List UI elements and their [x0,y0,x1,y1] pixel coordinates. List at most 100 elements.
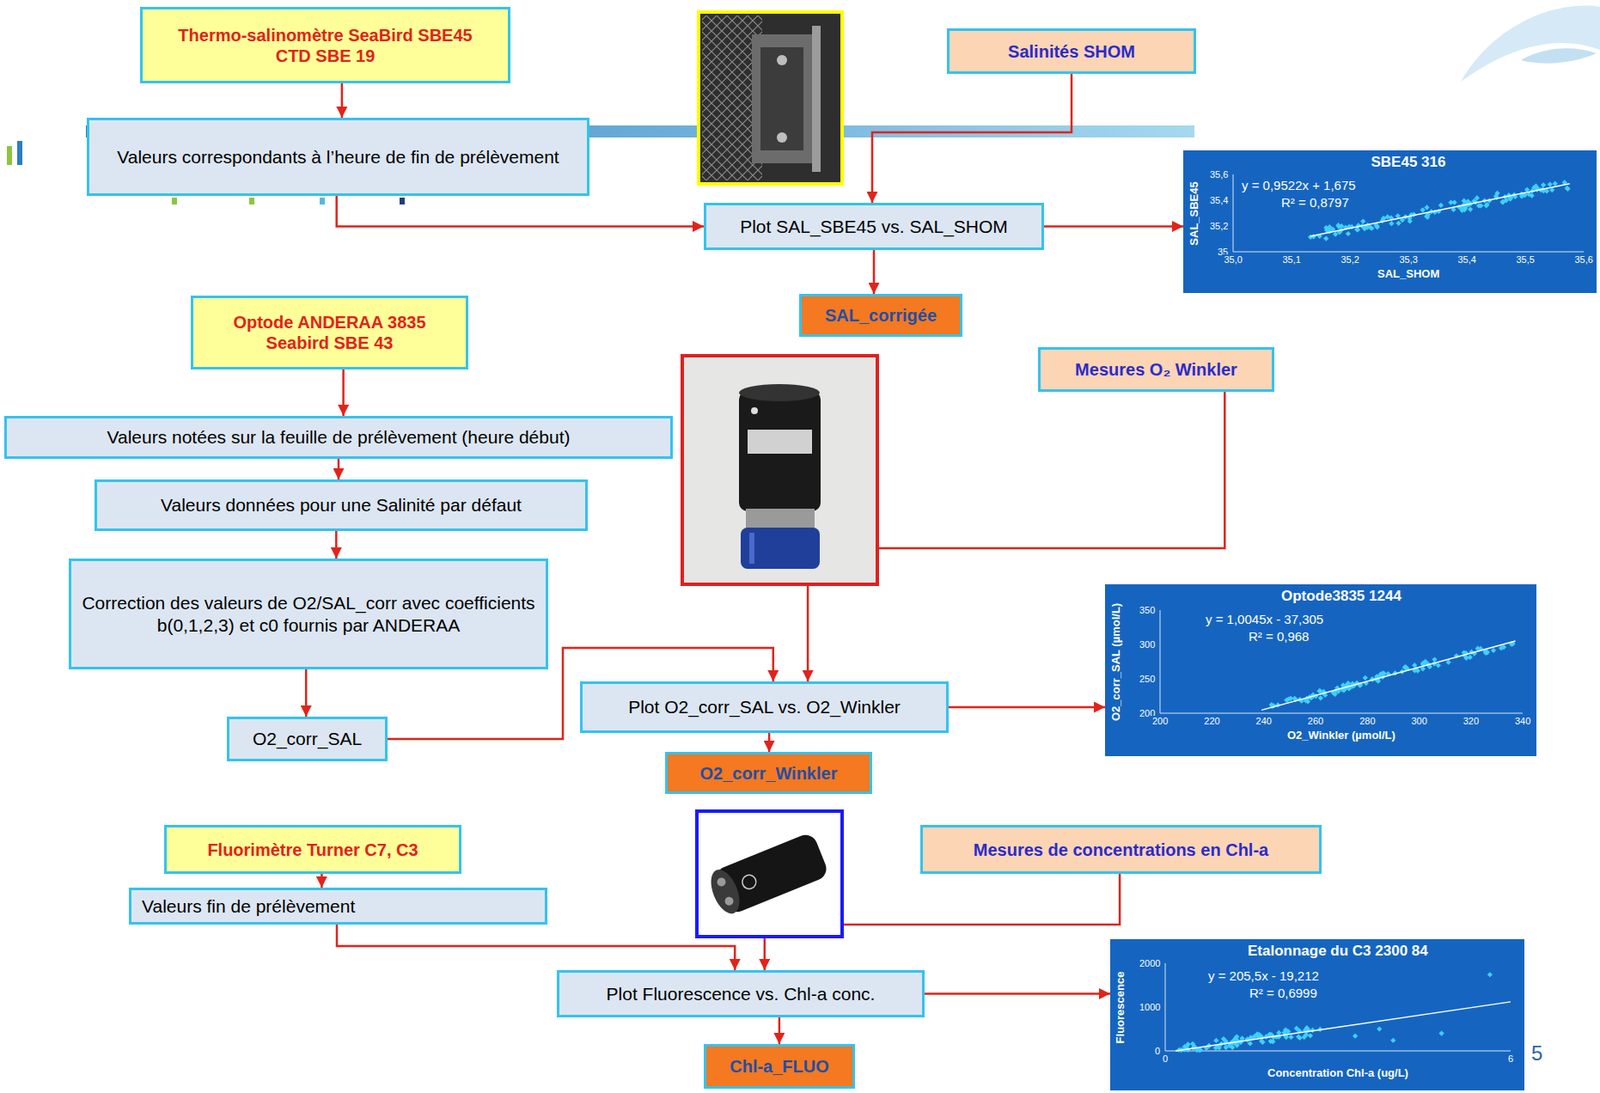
connector [778,1017,782,1045]
box-label: Valeurs correspondants à l’heure de fin … [116,146,559,168]
data-point [1500,199,1506,205]
scatter-chart: SBE45 316y = 0,9522x + 1,675R² = 0,8797S… [1183,150,1597,294]
data-point [1422,659,1429,665]
connector [335,531,338,559]
data-point [1435,662,1442,668]
data-point [1388,220,1394,226]
scatter-chart: Optode3835 1244 y = 1,0045x - 37,305 R² = … [1105,584,1537,757]
process-box: Valeurs données pour une Salinité par dé… [94,479,588,532]
chart-text: R² = 0,968 [1246,629,1311,644]
chart-text: 35,1 [1281,254,1303,266]
logo-bar [399,197,405,205]
data-point [1463,655,1469,661]
data-point [1494,190,1500,196]
process-box: Plot SAL_SBE45 vs. SAL_SHOM [703,202,1045,251]
box-label: O2_corr_SAL [252,727,362,750]
box-label: Valeurs notées sur la feuille de prélève… [107,426,571,448]
process-box: Valeurs correspondants à l’heure de fin … [86,117,590,196]
process-box: Mesures de concentrations en Chl-a [920,824,1322,874]
logo-bar [17,140,23,165]
data-point [1374,224,1381,230]
data-point [1360,218,1366,224]
box-label: Fluorimètre Turner C7, C3 [207,839,418,861]
process-box: Chl-a_FLUO [703,1044,855,1089]
chart-text: 350 [1137,604,1157,617]
chart-text: 260 [1306,715,1326,727]
data-point [1420,207,1426,213]
data-point [1483,202,1490,208]
logo-bar [171,197,178,205]
connector [768,732,771,752]
connector [341,83,344,118]
chart-text: 200 [1150,715,1170,727]
data-point [1431,656,1437,662]
chart-text: Concentration Chl-a (ug/L) [1265,1067,1411,1081]
chart-text: 280 [1357,715,1377,727]
connector [305,669,308,717]
box-label: Optode ANDERAA 3835 [232,311,426,333]
connector [873,250,876,294]
data-point [1467,654,1473,660]
data-point [1284,1028,1290,1034]
connector [341,369,345,416]
chart-axis [1160,713,1523,715]
box-label: Salinités SHOM [1007,41,1136,62]
data-point [1376,1025,1382,1032]
chart-text: 35,2 [1208,220,1230,233]
box-label: Seabird SBE 43 [266,332,394,354]
data-point [1390,1038,1396,1044]
data-point [1288,696,1294,702]
data-point [1352,1033,1358,1039]
chart-text: 35,4 [1456,254,1478,266]
connector [1044,225,1184,228]
chart-text: y = 1,0045x - 37,305 [1203,611,1326,627]
process-box: Plot O2_corr_SAL vs. O2_Winkler [580,681,949,733]
chart-text: 1000 [1137,1001,1162,1014]
data-point [1547,181,1553,187]
connector [924,992,1111,996]
chart-text: Optode3835 1244 [1279,587,1404,605]
data-point [1355,226,1361,233]
chart-text: 0 [1160,1053,1170,1065]
data-point [1438,1030,1444,1036]
data-point [1301,1034,1307,1040]
chart-text: R² = 0,6999 [1247,985,1320,1001]
chart-text: 300 [1409,715,1429,727]
data-point [1288,1034,1294,1040]
data-point [1462,206,1468,212]
data-point [1380,215,1387,221]
box-label: CTD SBE 19 [275,45,376,67]
connector [872,73,1072,203]
data-point [1477,202,1484,208]
process-box: Valeurs fin de prélèvement [128,887,548,925]
chart-text: 300 [1137,639,1157,651]
data-point [1316,688,1322,694]
chart-text: y = 0,9522x + 1,675 [1239,177,1358,193]
chart-text: 35,4 [1208,195,1230,207]
box-label: Plot O2_corr_SAL vs. O2_Winkler [628,696,901,718]
data-point [1345,231,1351,237]
chart-text: 35,6 [1573,254,1595,266]
box-label: Plot Fluorescence vs. Chl-a conc. [606,983,876,1005]
chart-axis [1160,610,1161,714]
process-box: Salinités SHOM [946,28,1197,74]
data-point [1247,1040,1253,1046]
data-point [1221,1036,1227,1042]
chart-text: y = 205,5x - 19,212 [1206,968,1321,984]
process-box: Mesures O₂ Winkler [1038,347,1275,392]
connector [948,706,1106,709]
connector [336,195,704,227]
chart-text: 6 [1506,1053,1515,1065]
data-point [1423,213,1430,220]
box-label: Chl-a_FLUO [729,1056,830,1077]
chart-text: 220 [1202,715,1222,727]
data-point [1213,1038,1219,1044]
chart-text: 2000 [1137,958,1162,970]
data-point [1529,193,1535,199]
data-point [1323,235,1329,241]
optode-photo [682,355,878,585]
box-label: Thermo-salinomètre SeaBird SBE45 [177,24,472,46]
box-label: Mesures de concentrations en Chl-a [973,839,1269,861]
chart-text: 35,3 [1398,254,1420,266]
process-box: Correction des valeurs de O2/SAL_corr av… [68,558,549,670]
